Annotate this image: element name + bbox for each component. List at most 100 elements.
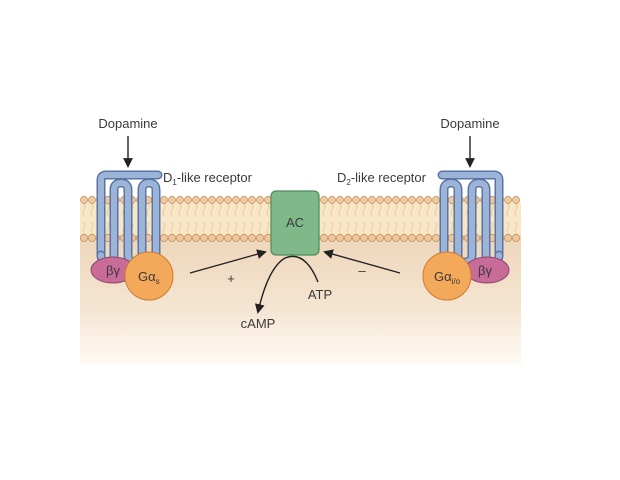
lipid-head: [88, 196, 96, 204]
lipid-head: [392, 196, 400, 204]
lipid-head: [200, 196, 208, 204]
lipid-tail: [402, 203, 406, 217]
lipid-tail: [242, 203, 246, 217]
lipid-tail: [418, 221, 422, 235]
lipid-head: [328, 196, 336, 204]
lipid-tail: [490, 221, 494, 235]
d1-receptor-label: D1-like receptor: [163, 170, 253, 187]
lipid-tail: [186, 221, 190, 235]
lipid-head: [424, 234, 432, 242]
lipid-head: [160, 234, 168, 242]
lipid-head: [432, 196, 440, 204]
lipid-tail: [322, 203, 326, 217]
lipid-head: [240, 196, 248, 204]
g-alpha-s: Gαs: [124, 251, 174, 301]
lipid-head: [320, 234, 328, 242]
lipid-head: [376, 234, 384, 242]
lipid-tail: [82, 221, 86, 235]
lipid-tail: [194, 221, 198, 235]
lipid-head: [248, 196, 256, 204]
lipid-tail: [170, 221, 174, 235]
lipid-tail: [210, 221, 214, 235]
lipid-tail: [354, 221, 358, 235]
lipid-tail: [194, 203, 198, 217]
lipid-tail: [378, 221, 382, 235]
lipid-tail: [226, 203, 230, 217]
lipid-head: [400, 234, 408, 242]
lipid-tail: [234, 203, 238, 217]
lipid-head: [360, 196, 368, 204]
lipid-head: [504, 196, 512, 204]
lipid-head: [384, 234, 392, 242]
lipid-head: [208, 196, 216, 204]
lipid-head: [416, 234, 424, 242]
lipid-head: [512, 196, 520, 204]
lipid-tail: [378, 203, 382, 217]
lipid-tail: [490, 203, 494, 217]
lipid-head: [368, 234, 376, 242]
lipid-tail: [426, 203, 430, 217]
lipid-head: [352, 234, 360, 242]
lipid-tail: [106, 203, 110, 217]
lipid-tail: [330, 203, 334, 217]
lipid-head: [184, 196, 192, 204]
lipid-head: [200, 234, 208, 242]
ac-label: AC: [286, 215, 304, 230]
lipid-head: [376, 196, 384, 204]
lipid-head: [224, 196, 232, 204]
lipid-head: [392, 234, 400, 242]
lipid-tail: [226, 221, 230, 235]
lipid-tail: [202, 221, 206, 235]
lipid-tail: [346, 221, 350, 235]
lipid-head: [344, 234, 352, 242]
lipid-tail: [354, 203, 358, 217]
lipid-tail: [506, 221, 510, 235]
svg-text:βγ: βγ: [106, 263, 120, 278]
lipid-tail: [338, 203, 342, 217]
lipid-head: [224, 234, 232, 242]
g-alpha-io: Gαi/o: [422, 251, 472, 301]
lipid-head: [408, 196, 416, 204]
lipid-head: [168, 234, 176, 242]
lipid-tail: [434, 221, 438, 235]
lipid-tail: [170, 203, 174, 217]
lipid-head: [184, 234, 192, 242]
lipid-tail: [266, 203, 270, 217]
lipid-tail: [418, 203, 422, 217]
lipid-tail: [90, 203, 94, 217]
lipid-tail: [162, 203, 166, 217]
lipid-tail: [322, 221, 326, 235]
lipid-tail: [394, 221, 398, 235]
lipid-head: [504, 234, 512, 242]
atp-to-camp-arrow: [254, 255, 319, 314]
lipid-head: [168, 196, 176, 204]
lipid-head: [256, 196, 264, 204]
lipid-tail: [250, 221, 254, 235]
svg-text:Gαi/o: Gαi/o: [434, 269, 461, 286]
lipid-tail: [338, 221, 342, 235]
lipid-head: [368, 196, 376, 204]
lipid-tail: [450, 203, 454, 217]
lipid-tail: [178, 221, 182, 235]
lipid-head: [336, 196, 344, 204]
lipid-tail: [506, 203, 510, 217]
lipid-tail: [426, 221, 430, 235]
lipid-head: [232, 196, 240, 204]
lipid-head: [360, 234, 368, 242]
lipid-head: [512, 234, 520, 242]
lipid-tail: [370, 203, 374, 217]
lipid-head: [424, 196, 432, 204]
lipid-tail: [450, 221, 454, 235]
lipid-head: [80, 196, 88, 204]
dopamine-label-left: Dopamine: [98, 116, 157, 131]
lipid-head: [216, 196, 224, 204]
lipid-tail: [386, 203, 390, 217]
lipid-head: [256, 234, 264, 242]
beta-gamma-right: βγ: [464, 256, 510, 284]
lipid-head: [344, 196, 352, 204]
lipid-head: [328, 234, 336, 242]
lipid-tail: [186, 203, 190, 217]
svg-text:Gαs: Gαs: [138, 269, 160, 286]
lipid-head: [352, 196, 360, 204]
